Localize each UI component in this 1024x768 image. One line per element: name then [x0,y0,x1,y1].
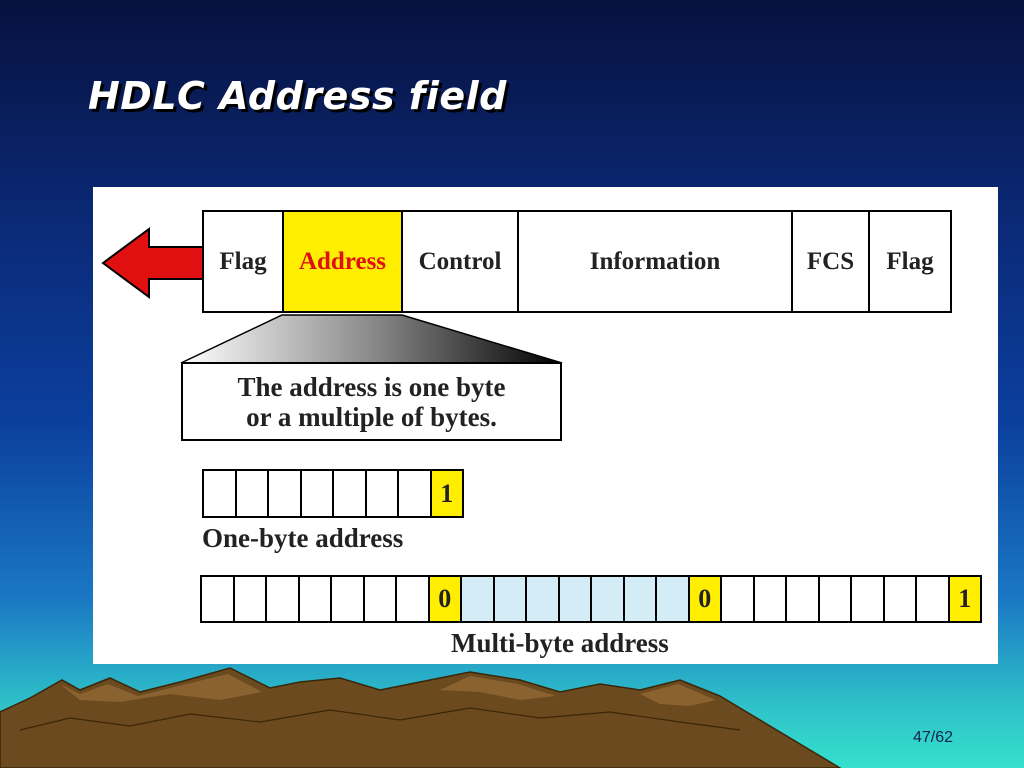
slide-title: HDLC Address field [88,74,507,118]
multi-byte-bit-row: 0 0 1 [200,575,982,623]
one-byte-bit [367,471,399,516]
callout-line-2: or a multiple of bytes. [246,401,497,432]
multi-byte-label: Multi-byte address [451,628,669,658]
multi-byte-bit [592,577,625,621]
address-callout: The address is one byte or a multiple of… [181,362,562,441]
multi-byte-bit [332,577,365,621]
multi-byte-bit [267,577,300,621]
multi-byte-bit [657,577,690,621]
multi-byte-bit [852,577,885,621]
multi-byte-bit [462,577,495,621]
frame-field-address: Address [284,212,403,311]
multi-byte-bit [820,577,852,621]
multi-byte-bit [300,577,332,621]
multi-byte-bit [202,577,235,621]
frame-field-fcs: FCS [793,212,870,311]
one-byte-bit [269,471,302,516]
callout-connector [180,314,563,364]
mountain-landscape [0,667,842,768]
multi-byte-bit [365,577,397,621]
one-byte-bit-row: 1 [202,469,464,518]
one-byte-bit [334,471,367,516]
multi-byte-bit: 0 [689,577,722,621]
frame-field-flag-start: Flag [204,212,284,311]
one-byte-label: One-byte address [202,523,404,553]
diagram-panel: Flag Address Control Information FCS Fla… [93,187,998,664]
multi-byte-bit: 1 [949,577,982,621]
hdlc-frame: Flag Address Control Information FCS Fla… [202,210,952,313]
multi-byte-bit: 0 [429,577,462,621]
multi-byte-bit [397,577,430,621]
frame-field-information: Information [519,212,793,311]
multi-byte-bit [787,577,820,621]
multi-byte-bit [917,577,950,621]
one-byte-bit [399,471,432,516]
frame-field-flag-end: Flag [886,247,934,275]
multi-byte-bit [494,577,527,621]
multi-byte-bit [559,577,592,621]
multi-byte-bit [624,577,657,621]
multi-byte-bit [885,577,917,621]
page-number: 47/62 [913,729,954,746]
one-byte-bit: 1 [431,471,464,516]
one-byte-bit [204,471,237,516]
multi-byte-bit [527,577,560,621]
multi-byte-bit [235,577,267,621]
callout-line-1: The address is one byte [237,371,506,402]
one-byte-bit [302,471,334,516]
multi-byte-bit [755,577,787,621]
frame-field-control: Control [403,212,519,311]
multi-byte-bit [722,577,755,621]
one-byte-bit [237,471,269,516]
